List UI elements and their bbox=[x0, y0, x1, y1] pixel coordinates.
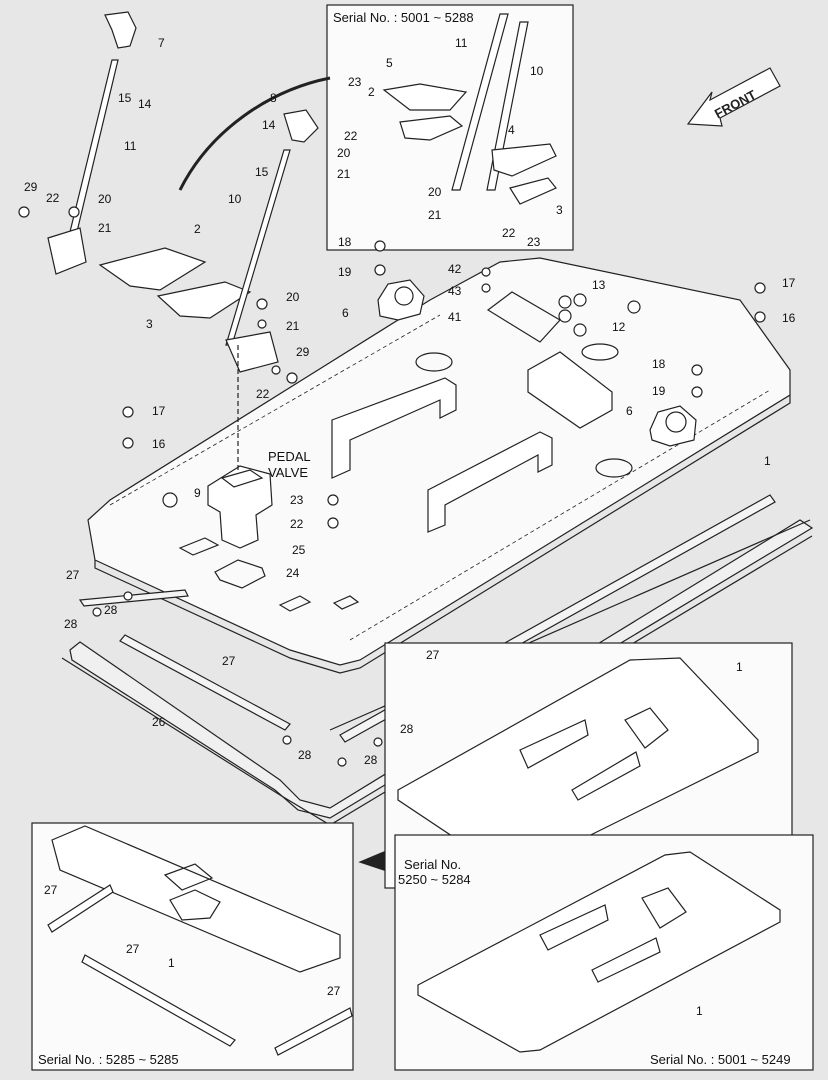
bottom-right-inset bbox=[394, 834, 814, 1071]
callout-20: 20 bbox=[98, 192, 112, 206]
pedal-valve-label-1: PEDAL bbox=[268, 449, 311, 464]
callout-12: 12 bbox=[612, 320, 626, 334]
callout-21b: 21 bbox=[286, 319, 300, 333]
callout-2: 2 bbox=[194, 222, 201, 236]
console-bracket bbox=[486, 291, 619, 429]
callout-2-inset: 2 bbox=[368, 85, 375, 99]
callout-20c-inset: 20 bbox=[428, 185, 442, 199]
callout-22c-inset: 22 bbox=[502, 226, 516, 240]
serial-caption-mid-1: Serial No. bbox=[404, 857, 462, 872]
callout-7: 7 bbox=[158, 36, 165, 50]
callout-5-inset: 5 bbox=[386, 56, 393, 70]
callout-23c-inset: 23 bbox=[527, 235, 541, 249]
callout-43: 43 bbox=[448, 284, 462, 298]
callout-11: 11 bbox=[124, 139, 137, 153]
callout-22: 22 bbox=[46, 191, 60, 205]
callout-28b: 28 bbox=[64, 617, 78, 631]
callout-17: 17 bbox=[782, 276, 796, 290]
callout-42: 42 bbox=[448, 262, 462, 276]
callout-1-br: 1 bbox=[696, 1004, 703, 1018]
callout-16b: 16 bbox=[152, 437, 166, 451]
callout-18b: 18 bbox=[652, 357, 666, 371]
plate-brackets bbox=[331, 377, 553, 533]
callout-17b: 17 bbox=[152, 404, 166, 418]
callout-20-inset: 20 bbox=[337, 146, 351, 160]
callout-19: 19 bbox=[338, 265, 352, 279]
front-arrow-icon bbox=[686, 67, 781, 127]
callout-10: 10 bbox=[228, 192, 242, 206]
callout-29b: 29 bbox=[296, 345, 310, 359]
bottom-left-inset bbox=[31, 822, 354, 1071]
callout-6: 6 bbox=[342, 306, 349, 320]
top-inset bbox=[178, 4, 574, 251]
pedal-valve-label-2: VALVE bbox=[268, 465, 308, 480]
center-lever bbox=[225, 109, 319, 470]
serial-caption-bottom-left: Serial No. : 5285 ~ 5285 bbox=[38, 1052, 179, 1067]
pedal-valve bbox=[207, 465, 273, 549]
mount-right bbox=[649, 405, 697, 447]
callout-27b: 27 bbox=[222, 654, 236, 668]
callout-21: 21 bbox=[98, 221, 112, 235]
fasteners bbox=[18, 206, 766, 767]
callout-19b: 19 bbox=[652, 384, 666, 398]
callout-1: 1 bbox=[764, 454, 771, 468]
main-floor-plate bbox=[87, 257, 791, 674]
callout-9: 9 bbox=[194, 486, 201, 500]
callout-10-inset: 10 bbox=[530, 64, 544, 78]
callout-15: 15 bbox=[118, 91, 132, 105]
serial-caption-top: Serial No. : 5001 ~ 5288 bbox=[333, 10, 474, 25]
callout-1-mid: 1 bbox=[736, 660, 743, 674]
callout-27-bl-a: 27 bbox=[44, 883, 58, 897]
callout-15b: 15 bbox=[255, 165, 269, 179]
callout-24: 24 bbox=[286, 566, 300, 580]
callout-4-inset: 4 bbox=[508, 123, 515, 137]
mount-left bbox=[377, 279, 425, 321]
callout-1-bl: 1 bbox=[168, 956, 175, 970]
callout-13: 13 bbox=[592, 278, 606, 292]
callout-22b: 22 bbox=[256, 387, 270, 401]
callout-14b: 14 bbox=[262, 118, 276, 132]
callout-18: 18 bbox=[338, 235, 352, 249]
callout-28e: 28 bbox=[364, 753, 378, 767]
callout-14: 14 bbox=[138, 97, 152, 111]
callout-16: 16 bbox=[782, 311, 796, 325]
callout-23-inset: 23 bbox=[348, 75, 362, 89]
callout-28c: 28 bbox=[400, 722, 414, 736]
callout-27-bl-b: 27 bbox=[126, 942, 140, 956]
callout-28d: 28 bbox=[298, 748, 312, 762]
callout-41: 41 bbox=[448, 310, 462, 324]
callout-22-inset: 22 bbox=[344, 129, 358, 143]
serial-caption-mid-2: 5250 ~ 5284 bbox=[398, 872, 471, 887]
callout-6b: 6 bbox=[626, 404, 633, 418]
callout-28: 28 bbox=[104, 603, 118, 617]
serial-caption-bottom-right: Serial No. : 5001 ~ 5249 bbox=[650, 1052, 791, 1067]
callout-27: 27 bbox=[66, 568, 80, 582]
callout-25: 25 bbox=[292, 543, 306, 557]
callout-22d: 22 bbox=[290, 517, 304, 531]
callout-8: 8 bbox=[270, 91, 277, 105]
callout-21-inset: 21 bbox=[337, 167, 351, 181]
callout-3-inset: 3 bbox=[556, 203, 563, 217]
callout-27-bl-c: 27 bbox=[327, 984, 341, 998]
callout-23: 23 bbox=[290, 493, 304, 507]
callout-11-inset: 11 bbox=[455, 36, 468, 50]
callout-21c-inset: 21 bbox=[428, 208, 442, 222]
callout-3: 3 bbox=[146, 317, 153, 331]
left-lever bbox=[47, 11, 252, 319]
callout-26: 26 bbox=[152, 715, 166, 729]
callout-29: 29 bbox=[24, 180, 38, 194]
callout-20b: 20 bbox=[286, 290, 300, 304]
callout-27c: 27 bbox=[426, 648, 440, 662]
